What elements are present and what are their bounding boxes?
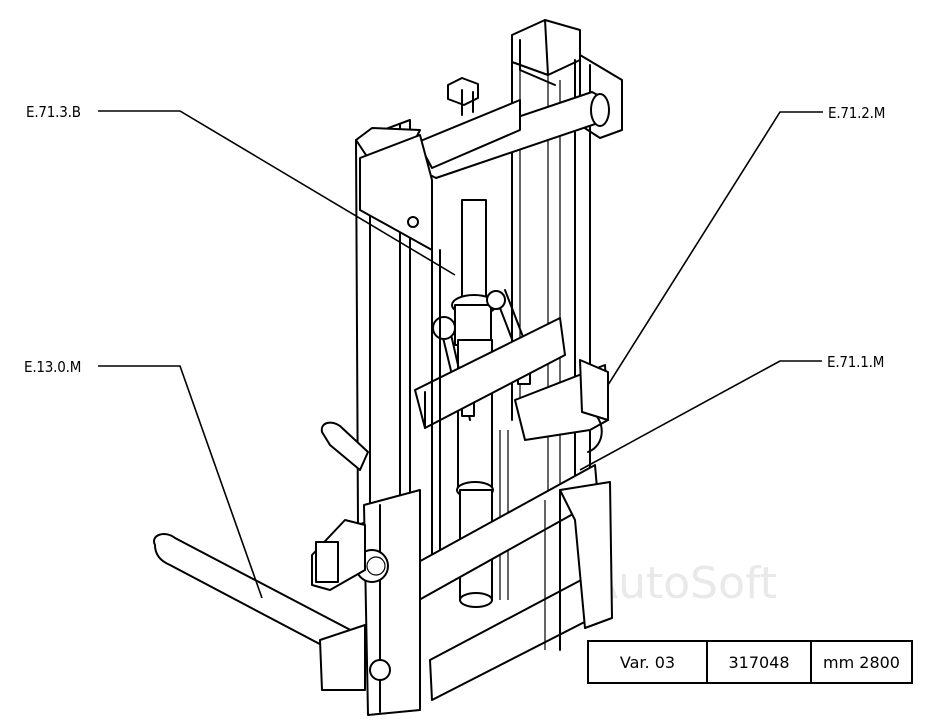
inner-mast [355,119,441,561]
callout-e7110: E.71.1.M [579,353,884,471]
callout-e7120: E.71.2.M [607,104,885,386]
carriage [311,359,613,716]
forks [153,421,369,691]
watermark-text: AutoSoft [588,558,777,609]
variant-cell: Var. 03 [589,642,708,682]
height-cell: mm 2800 [823,652,900,672]
svg-text:E.71.2.M: E.71.2.M [828,104,885,122]
cylinder-crosshead [414,317,566,429]
lift-cylinder [451,199,497,608]
outer-mast-rear [417,19,623,521]
info-box: Var. 03 317048 mm 2800 [587,640,913,684]
svg-text:E.13.0.M: E.13.0.M [24,358,81,376]
svg-text:E.71.1.M: E.71.1.M [827,353,884,371]
part-number-cell: 317048 [708,642,812,682]
callout-e7138: E.71.3.B [26,103,456,276]
callout-e1300: E.13.0.M [24,358,263,599]
svg-text:E.71.3.B: E.71.3.B [26,103,81,121]
